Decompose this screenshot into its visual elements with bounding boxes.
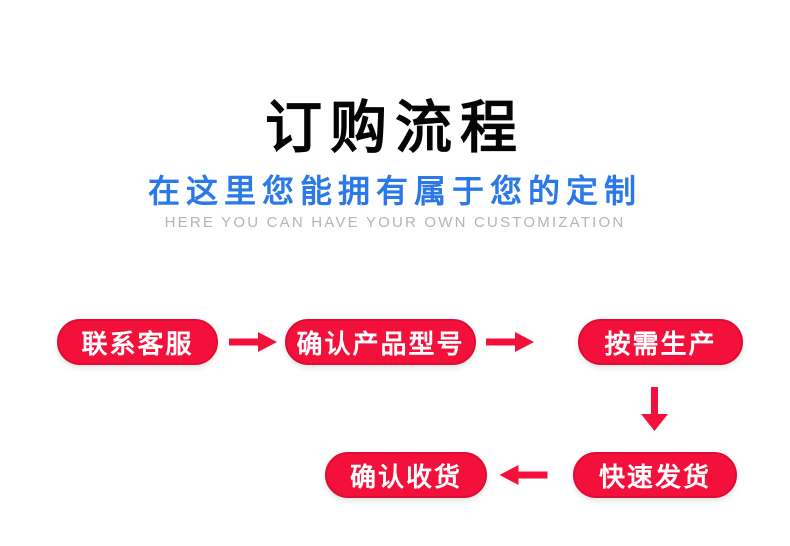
flow-step-confirm-model: 确认产品型号 <box>285 319 476 365</box>
page-subtitle: 在这里您能拥有属于您的定制 <box>147 173 642 209</box>
arrow-down-icon <box>641 387 668 431</box>
flow-step-label: 确认收货 <box>349 461 462 492</box>
arrow-right-icon <box>229 330 277 354</box>
flow-step-contact-service: 联系客服 <box>57 319 218 365</box>
flow-step-confirm-receipt: 确认收货 <box>325 452 487 498</box>
flow-step-label: 确认产品型号 <box>296 328 465 359</box>
flow-step-produce-on-demand: 按需生产 <box>578 319 743 365</box>
flow-step-label: 按需生产 <box>604 328 717 359</box>
flow-step-label: 快速发货 <box>598 461 711 492</box>
arrow-right-icon <box>486 330 534 354</box>
arrow-left-icon <box>499 463 548 487</box>
page-subtitle-english: HERE YOU CAN HAVE YOUR OWN CUSTOMIZATION <box>164 214 626 231</box>
flow-step-fast-shipping: 快速发货 <box>573 452 737 498</box>
page-title: 订购流程 <box>265 96 525 160</box>
flow-step-label: 联系客服 <box>81 328 194 359</box>
